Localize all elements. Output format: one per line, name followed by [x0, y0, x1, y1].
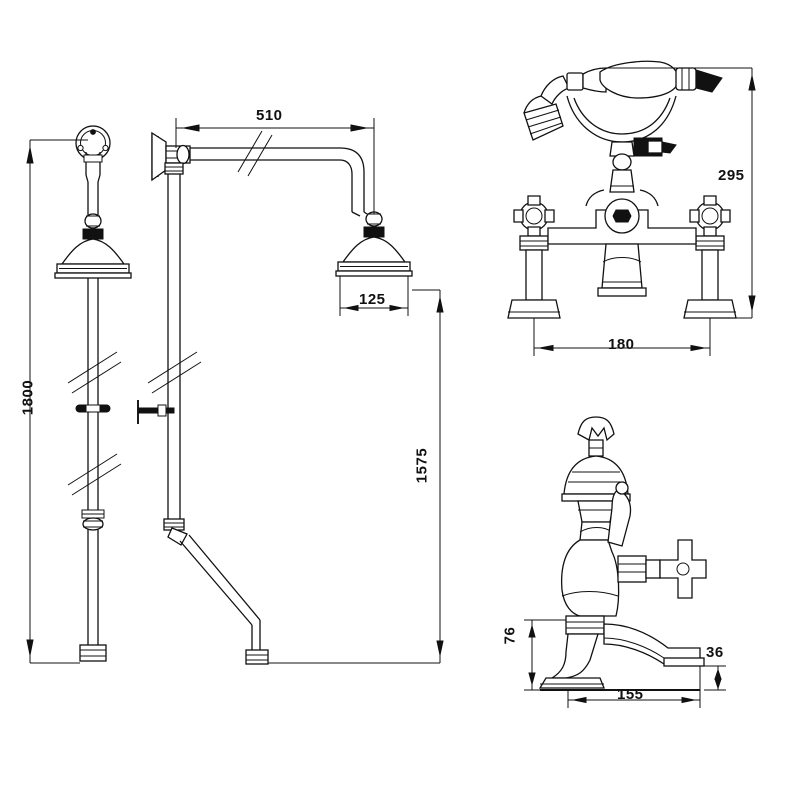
dimension-180 [533, 318, 711, 356]
shower-arm [190, 130, 385, 238]
view-bath-filler-side [524, 416, 726, 708]
dimension-155 [567, 666, 701, 708]
dimension-label-295: 295 [718, 167, 745, 184]
handset-shower-head [523, 95, 564, 141]
riser-rail [67, 278, 122, 662]
dimension-label-510: 510 [256, 107, 283, 124]
mixer-diverter-neck [609, 137, 677, 193]
dimension-1575 [268, 289, 444, 664]
dimension-1800 [26, 139, 88, 664]
dimension-label-1800: 1800 [19, 379, 37, 416]
shower-head-left [54, 238, 132, 279]
dimension-label-125: 125 [359, 291, 386, 308]
riser-upper-pipe [82, 182, 104, 240]
dimension-label-36: 36 [706, 644, 724, 661]
handset-body [540, 67, 607, 106]
filler-leg-base [538, 633, 700, 691]
view-wall-shower-arm [137, 118, 444, 665]
feed-pipe-wall-bracket [137, 400, 175, 424]
filler-body [560, 481, 707, 617]
wall-flange [75, 125, 111, 183]
rail-bottom-fitting [79, 644, 107, 662]
dimension-76 [524, 619, 566, 691]
filler-neck-collar [565, 615, 605, 635]
filler-crown-handle [577, 416, 615, 457]
rail-slider-bracket [75, 404, 111, 413]
dimension-label-1575: 1575 [413, 447, 431, 484]
arm-feed-pipe [137, 174, 202, 519]
rail-coupling [81, 509, 105, 531]
filler-spout [603, 623, 705, 667]
view-riser-rail-shower [26, 125, 132, 664]
dimension-label-76: 76 [501, 626, 519, 645]
arm-wall-plate [151, 131, 191, 182]
mixer-body-bridge [547, 198, 697, 297]
filler-dome [561, 455, 631, 523]
mixer-valve-left [507, 189, 605, 319]
dimension-36 [700, 665, 726, 691]
dimension-510 [175, 118, 375, 214]
dimension-label-155: 155 [617, 686, 644, 703]
dimension-label-180: 180 [608, 336, 635, 353]
dimension-295 [606, 67, 756, 319]
mixer-valve-right [639, 189, 737, 319]
lower-angled-leg [163, 518, 269, 665]
view-bath-shower-mixer [507, 60, 756, 356]
dimension-125 [339, 276, 409, 316]
shower-head-right [335, 236, 413, 277]
